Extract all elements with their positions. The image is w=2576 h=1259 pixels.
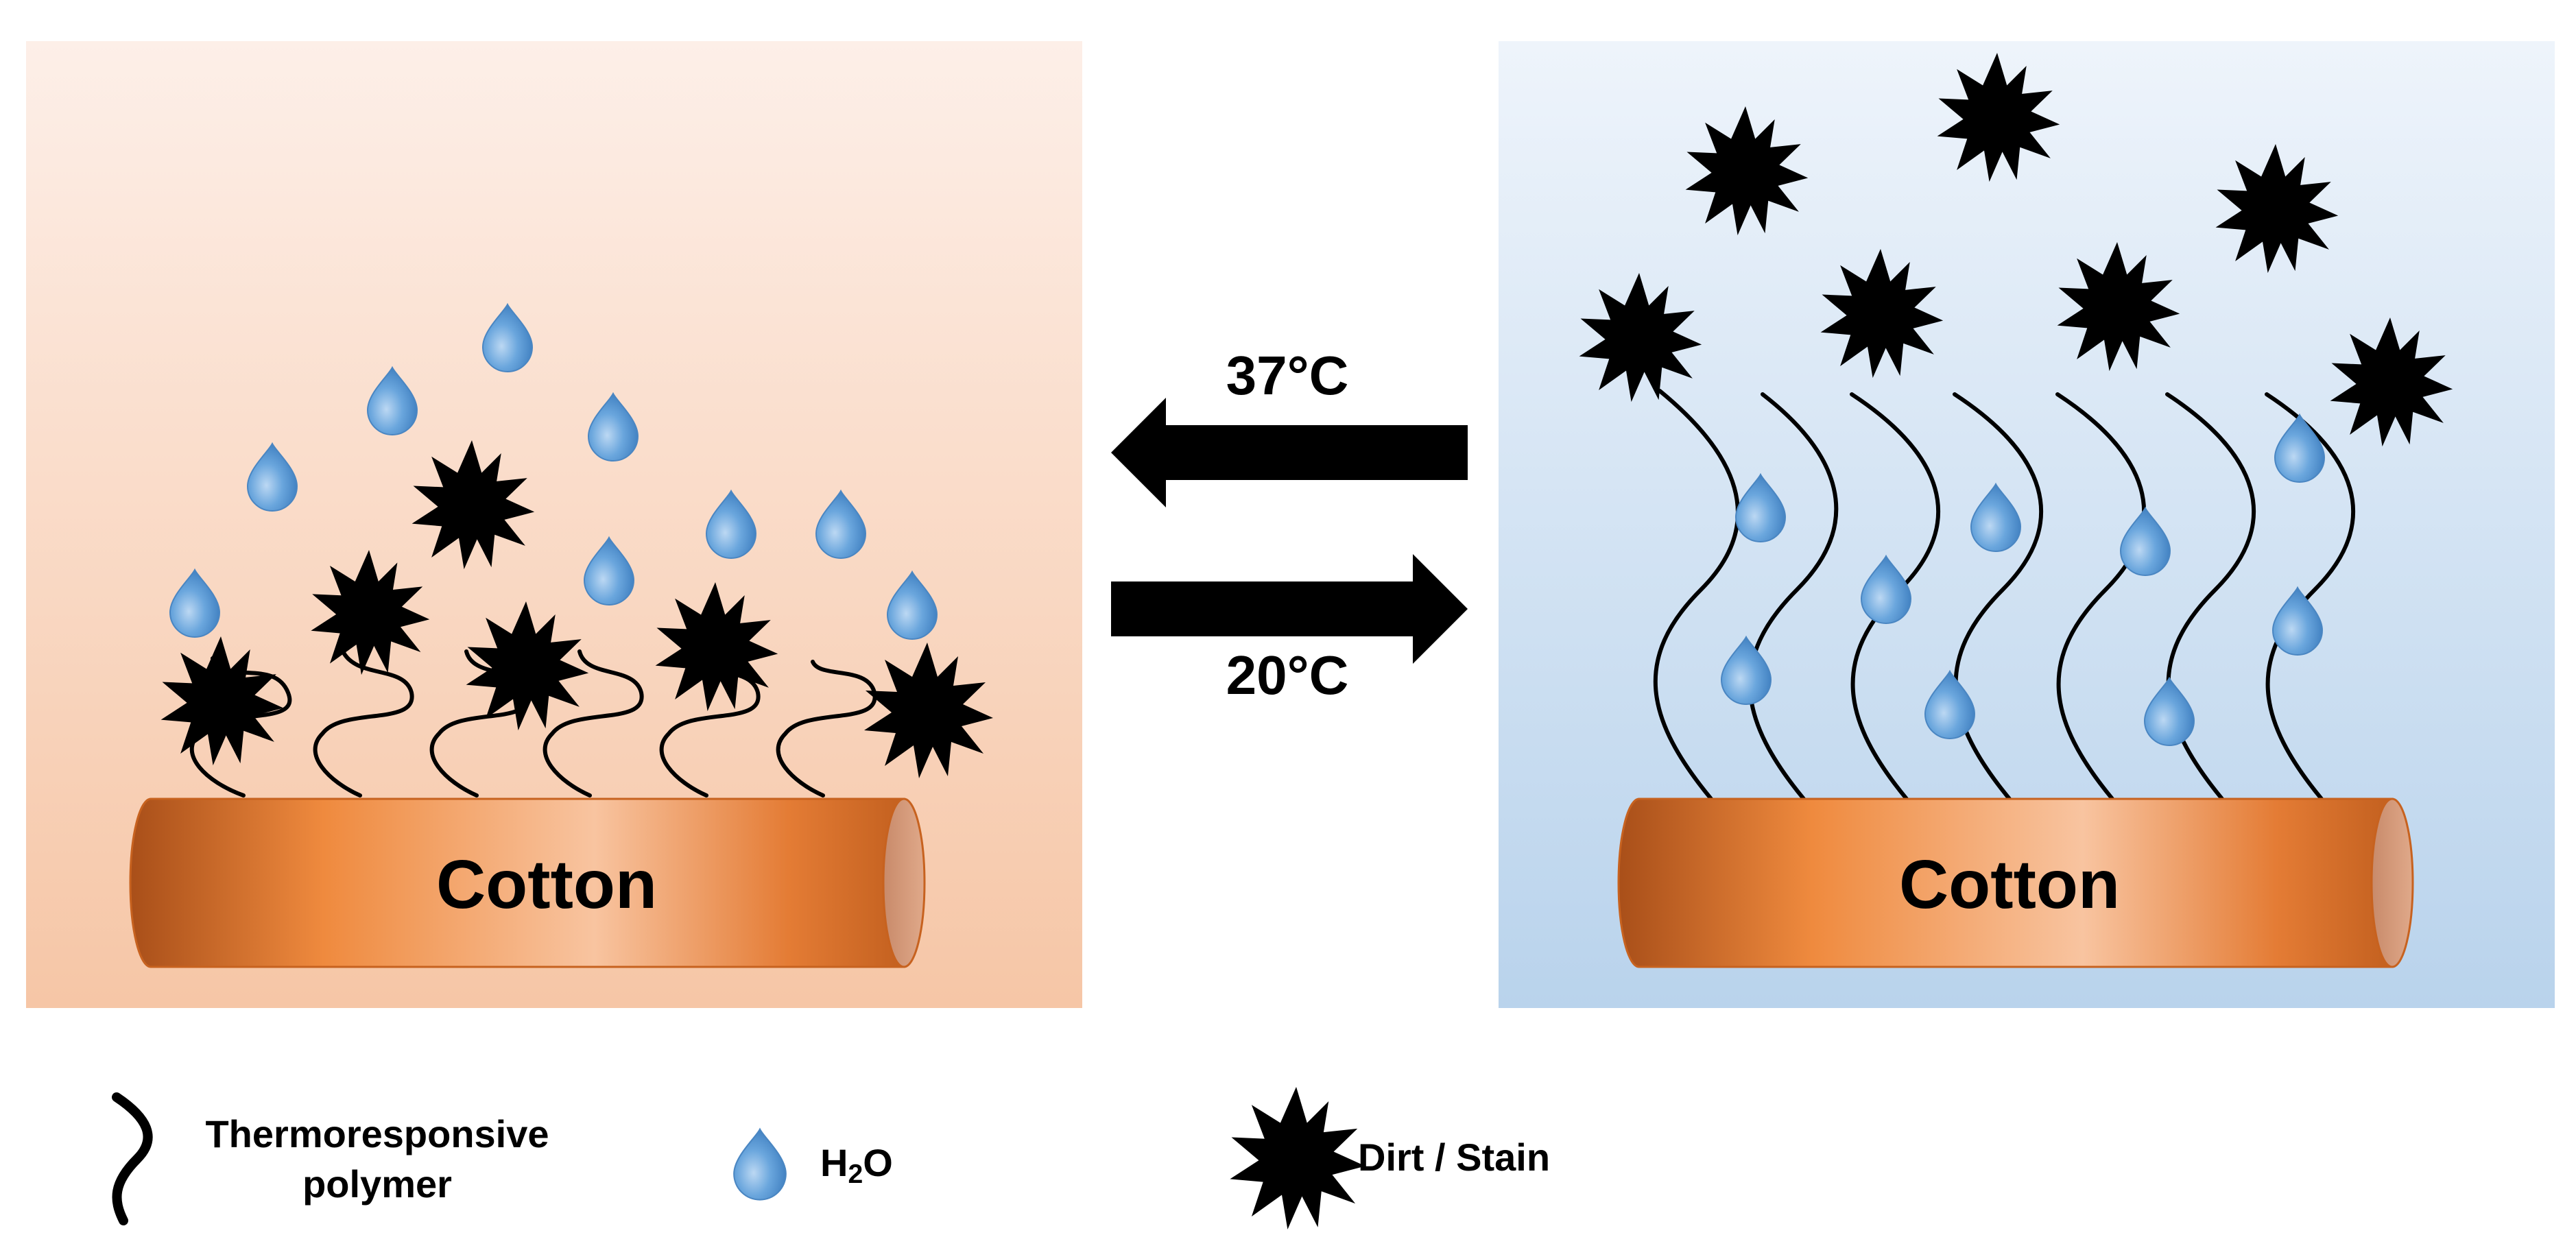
polymer-icon <box>112 1092 153 1225</box>
left-cotton-label: Cotton <box>436 846 658 923</box>
legend-water-o: O <box>863 1141 893 1184</box>
legend-polymer-label: Thermoresponsive polymer <box>205 1110 549 1210</box>
heating-temperature-label: 37°C <box>1226 345 1349 406</box>
left-cotton-fiber <box>129 798 926 968</box>
legend-dirt-label: Dirt / Stain <box>1358 1136 1551 1179</box>
legend-water-h: H <box>820 1141 848 1184</box>
cooling-temperature-label: 20°C <box>1226 645 1349 706</box>
water-drop-icon <box>733 1128 787 1201</box>
right-cotton-fiber <box>1617 798 2414 968</box>
dirt-icon <box>1230 1087 1365 1230</box>
legend-water-label: H2O <box>820 1141 893 1188</box>
right-cotton-label: Cotton <box>1898 846 2121 923</box>
arrow-left-icon <box>1111 398 1468 507</box>
legend-polymer-line2: polymer <box>302 1162 452 1206</box>
arrow-right-icon <box>1111 554 1468 664</box>
legend-polymer-line1: Thermoresponsive <box>205 1112 549 1155</box>
legend-water-subscript: 2 <box>848 1159 863 1189</box>
